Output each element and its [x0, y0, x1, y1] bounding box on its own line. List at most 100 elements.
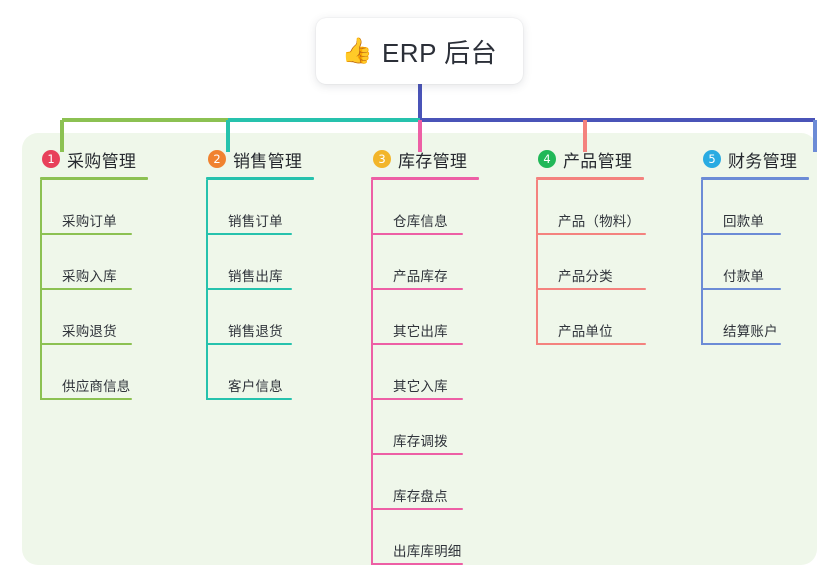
branch-header[interactable]: 4 产品管理	[536, 146, 644, 172]
branch-leaf-item[interactable]: 仓库信息	[371, 180, 479, 235]
branch-leaf-underline	[206, 343, 292, 345]
branch-leaf-item[interactable]: 库存调拨	[371, 400, 479, 455]
branch-column-财务管理: 5 财务管理回款单付款单结算账户	[701, 146, 809, 345]
branch-leaf-underline	[371, 343, 463, 345]
branch-header[interactable]: 1 采购管理	[40, 146, 148, 172]
branch-label: 采购管理	[67, 151, 137, 171]
branch-leaf-label: 仓库信息	[393, 214, 448, 229]
branch-leaf-item[interactable]: 结算账户	[701, 290, 809, 345]
branch-leaf-label: 销售出库	[228, 269, 283, 284]
branch-leaf-label: 产品库存	[393, 269, 448, 284]
branch-leaf-underline	[206, 398, 292, 400]
branch-leaf-item[interactable]: 客户信息	[206, 345, 314, 400]
branch-leaf-underline	[371, 563, 463, 565]
branch-leaf-label: 库存盘点	[393, 489, 448, 504]
branch-label: 销售管理	[233, 151, 303, 171]
branch-leaf-label: 产品（物料）	[558, 214, 641, 229]
branch-underline	[40, 177, 148, 180]
branch-leaf-label: 销售退货	[228, 324, 283, 339]
branch-header[interactable]: 5 财务管理	[701, 146, 809, 172]
branch-leaf-label: 付款单	[723, 269, 765, 284]
thumbs-up-icon: 👍	[341, 36, 373, 65]
branch-leaf-item[interactable]: 出库库明细	[371, 510, 479, 565]
branch-column-销售管理: 2 销售管理销售订单销售出库销售退货客户信息	[206, 146, 314, 400]
branch-number-badge: 4	[538, 150, 556, 168]
branch-leaf-item[interactable]: 回款单	[701, 180, 809, 235]
branch-leaf-underline	[701, 233, 781, 235]
root-title: ERP 后台	[381, 37, 498, 68]
branch-spine	[40, 180, 42, 400]
branch-leaf-label: 采购入库	[62, 269, 117, 284]
branch-leaf-underline	[536, 343, 646, 345]
branch-leaf-item[interactable]: 付款单	[701, 235, 809, 290]
branch-leaf-item[interactable]: 供应商信息	[40, 345, 148, 400]
branch-leaf-item[interactable]: 销售订单	[206, 180, 314, 235]
branch-leaf-underline	[371, 233, 463, 235]
root-node-content: 👍 ERP 后台	[342, 33, 497, 70]
branch-underline	[206, 177, 314, 180]
branch-leaf-item[interactable]: 采购入库	[40, 235, 148, 290]
branch-leaf-underline	[40, 343, 132, 345]
branch-leaf-item[interactable]: 采购退货	[40, 290, 148, 345]
branch-column-库存管理: 3 库存管理仓库信息产品库存其它出库其它入库库存调拨库存盘点出库库明细	[371, 146, 479, 565]
branch-header[interactable]: 2 销售管理	[206, 146, 314, 172]
branch-leaf-label: 供应商信息	[62, 379, 131, 394]
branch-number-badge: 2	[208, 150, 226, 168]
branch-number-badge: 5	[703, 150, 721, 168]
branch-leaf-item[interactable]: 其它出库	[371, 290, 479, 345]
branch-leaf-underline	[40, 288, 132, 290]
branch-leaf-underline	[206, 288, 292, 290]
branch-leaf-underline	[536, 288, 646, 290]
branch-label: 库存管理	[398, 151, 468, 171]
branch-leaf-item[interactable]: 采购订单	[40, 180, 148, 235]
branch-leaf-item[interactable]: 产品库存	[371, 235, 479, 290]
branch-leaf-underline	[701, 343, 781, 345]
branch-leaf-underline	[40, 233, 132, 235]
branch-leaf-underline	[536, 233, 646, 235]
branch-leaf-item[interactable]: 销售退货	[206, 290, 314, 345]
branch-leaf-label: 回款单	[723, 214, 765, 229]
branch-children: 回款单付款单结算账户	[701, 180, 809, 345]
branch-underline	[371, 177, 479, 180]
root-node[interactable]: 👍 ERP 后台	[316, 18, 523, 84]
branch-underline	[701, 177, 809, 180]
branch-leaf-item[interactable]: 库存盘点	[371, 455, 479, 510]
branch-spine	[206, 180, 208, 400]
branch-leaf-label: 其它出库	[393, 324, 448, 339]
branch-label: 产品管理	[563, 151, 633, 171]
branch-column-采购管理: 1 采购管理采购订单采购入库采购退货供应商信息	[40, 146, 148, 400]
branch-spine	[536, 180, 538, 345]
branch-leaf-label: 采购退货	[62, 324, 117, 339]
branch-children: 产品（物料） 产品分类产品单位	[536, 180, 646, 345]
branch-leaf-label: 结算账户	[723, 324, 778, 339]
branch-children: 销售订单销售出库销售退货客户信息	[206, 180, 314, 400]
branch-leaf-item[interactable]: 产品单位	[536, 290, 646, 345]
branch-leaf-underline	[701, 288, 781, 290]
branch-leaf-label: 其它入库	[393, 379, 448, 394]
branch-leaf-label: 采购订单	[62, 214, 117, 229]
branch-leaf-item[interactable]: 产品分类	[536, 235, 646, 290]
branch-spine	[701, 180, 703, 345]
branch-leaf-label: 出库库明细	[393, 544, 462, 559]
branch-leaf-item[interactable]: 销售出库	[206, 235, 314, 290]
branch-column-产品管理: 4 产品管理产品（物料） 产品分类产品单位	[536, 146, 646, 345]
branches-backdrop-panel	[22, 133, 817, 565]
branch-leaf-item[interactable]: 其它入库	[371, 345, 479, 400]
branch-leaf-underline	[371, 508, 463, 510]
branch-leaf-underline	[371, 288, 463, 290]
branch-number-badge: 1	[42, 150, 60, 168]
branch-leaf-underline	[40, 398, 132, 400]
branch-underline	[536, 177, 644, 180]
branch-leaf-label: 产品分类	[558, 269, 613, 284]
branch-label: 财务管理	[728, 151, 798, 171]
branch-leaf-item[interactable]: 产品（物料）	[536, 180, 646, 235]
branch-header[interactable]: 3 库存管理	[371, 146, 479, 172]
branch-number-badge: 3	[373, 150, 391, 168]
branch-children: 仓库信息产品库存其它出库其它入库库存调拨库存盘点出库库明细	[371, 180, 479, 565]
branch-leaf-underline	[206, 233, 292, 235]
branch-spine	[371, 180, 373, 565]
branch-leaf-label: 产品单位	[558, 324, 613, 339]
branch-leaf-label: 销售订单	[228, 214, 283, 229]
branch-leaf-label: 库存调拨	[393, 434, 448, 449]
